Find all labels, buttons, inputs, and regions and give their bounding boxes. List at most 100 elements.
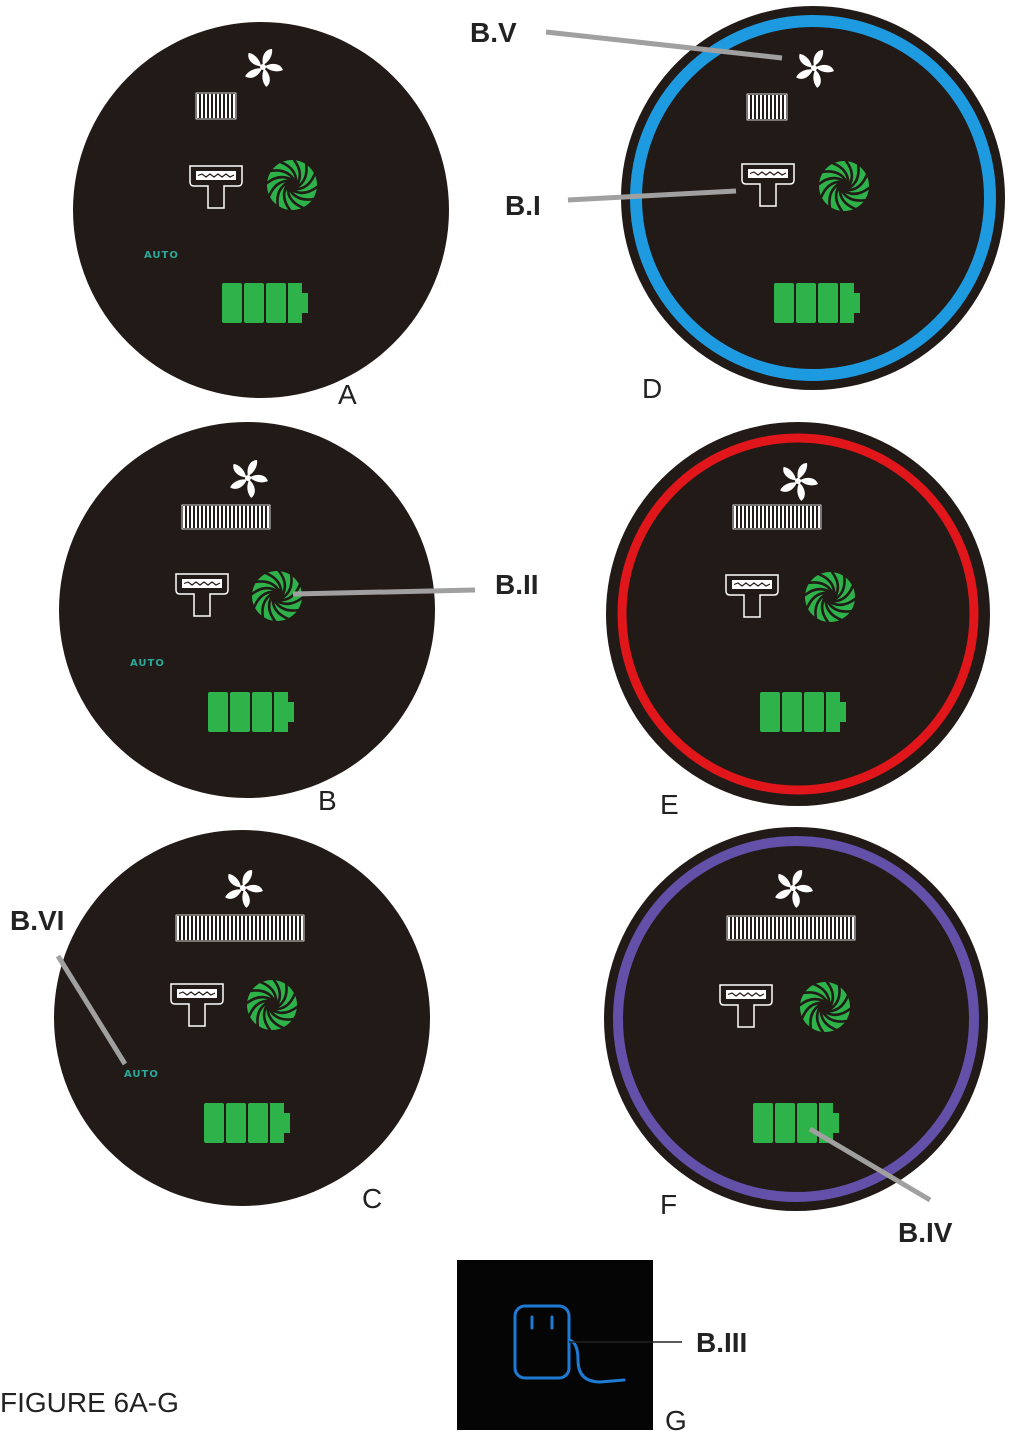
level-bar-segment bbox=[247, 506, 249, 528]
level-bar-segment bbox=[253, 916, 255, 940]
level-bar-segment bbox=[784, 95, 786, 119]
suction-level-bar-icon bbox=[195, 92, 237, 120]
level-bar-segment bbox=[227, 506, 229, 528]
level-bar-segment bbox=[782, 506, 784, 528]
level-bar-segment bbox=[764, 917, 766, 939]
level-bar-segment bbox=[772, 917, 774, 939]
level-bar-segment bbox=[802, 506, 804, 528]
level-bar-segment bbox=[257, 916, 259, 940]
suction-level-bar-icon bbox=[726, 915, 856, 941]
level-bar-segment bbox=[293, 916, 295, 940]
panel-label-a: A bbox=[338, 379, 357, 410]
level-bar-segment bbox=[776, 917, 778, 939]
level-bar-segment bbox=[806, 506, 808, 528]
level-bar-segment bbox=[740, 917, 742, 939]
callout-label: B.IV bbox=[898, 1217, 953, 1248]
level-bar-segment bbox=[223, 506, 225, 528]
level-bar-segment bbox=[852, 917, 854, 939]
level-bar-segment bbox=[245, 916, 247, 940]
callout-label: B.VI bbox=[10, 905, 64, 936]
suction-level-bar-icon bbox=[181, 504, 271, 530]
auto-indicator: AUTO bbox=[144, 250, 179, 261]
level-bar-segment bbox=[191, 506, 193, 528]
level-bar-segment bbox=[770, 506, 772, 528]
display-disc bbox=[59, 422, 435, 798]
level-bar-segment bbox=[217, 916, 219, 940]
level-bar-segment bbox=[752, 917, 754, 939]
callout-label: B.II bbox=[495, 569, 539, 600]
level-bar-segment bbox=[239, 506, 241, 528]
level-bar-segment bbox=[816, 917, 818, 939]
level-bar-segment bbox=[273, 916, 275, 940]
level-bar-segment bbox=[213, 94, 215, 118]
level-bar-segment bbox=[221, 916, 223, 940]
level-bar-segment bbox=[766, 506, 768, 528]
callout-label: B.V bbox=[470, 17, 517, 48]
callout-b-v: B.V bbox=[470, 17, 783, 61]
leader-line bbox=[55, 954, 128, 1066]
panel-d: D bbox=[621, 6, 1005, 404]
level-bar-segment bbox=[774, 506, 776, 528]
leader-line bbox=[545, 29, 783, 61]
panel-label-g: G bbox=[665, 1405, 687, 1431]
level-bar-frame bbox=[726, 915, 856, 941]
level-bar-segment bbox=[281, 916, 283, 940]
level-bar-segment bbox=[259, 506, 261, 528]
leader-line bbox=[292, 587, 476, 597]
level-bar-segment bbox=[738, 506, 740, 528]
level-bar-segment bbox=[225, 916, 227, 940]
level-bar-segment bbox=[810, 506, 812, 528]
panel-b: AUTO B bbox=[59, 422, 435, 816]
display-disc bbox=[54, 830, 430, 1206]
level-bar-segment bbox=[818, 506, 820, 528]
level-bar-segment bbox=[285, 916, 287, 940]
level-bar-segment bbox=[760, 917, 762, 939]
level-bar-segment bbox=[756, 95, 758, 119]
level-bar-segment bbox=[780, 95, 782, 119]
level-bar-segment bbox=[221, 94, 223, 118]
level-bar-segment bbox=[788, 917, 790, 939]
level-bar-segment bbox=[750, 506, 752, 528]
level-bar-segment bbox=[800, 917, 802, 939]
level-bar-segment bbox=[748, 95, 750, 119]
level-bar-segment bbox=[297, 916, 299, 940]
level-bar-segment bbox=[183, 506, 185, 528]
level-bar-segment bbox=[786, 506, 788, 528]
level-bar-frame bbox=[746, 93, 788, 121]
display-disc bbox=[606, 422, 990, 806]
level-bar-segment bbox=[201, 94, 203, 118]
level-bar-segment bbox=[181, 916, 183, 940]
figure-caption: FIGURE 6A-G bbox=[0, 1387, 179, 1418]
panel-g: G bbox=[457, 1260, 687, 1431]
level-bar-segment bbox=[764, 95, 766, 119]
level-bar-segment bbox=[205, 916, 207, 940]
callout-b-iv: B.IV bbox=[808, 1126, 953, 1248]
level-bar-segment bbox=[778, 506, 780, 528]
level-bar-segment bbox=[748, 917, 750, 939]
level-bar-segment bbox=[261, 916, 263, 940]
display-disc bbox=[73, 22, 449, 398]
callout-b-vi: B.VI bbox=[10, 905, 128, 1066]
level-bar-segment bbox=[812, 917, 814, 939]
level-bar-segment bbox=[742, 506, 744, 528]
level-bar-segment bbox=[768, 917, 770, 939]
panel-label-f: F bbox=[660, 1189, 677, 1220]
level-bar-segment bbox=[197, 916, 199, 940]
level-bar-segment bbox=[197, 94, 199, 118]
level-bar-segment bbox=[211, 506, 213, 528]
level-bar-segment bbox=[756, 917, 758, 939]
level-bar-segment bbox=[237, 916, 239, 940]
level-bar-segment bbox=[255, 506, 257, 528]
level-bar-segment bbox=[784, 917, 786, 939]
level-bar-segment bbox=[269, 916, 271, 940]
level-bar-segment bbox=[744, 917, 746, 939]
status-ring-red bbox=[617, 433, 979, 795]
level-bar-segment bbox=[225, 94, 227, 118]
level-bar-segment bbox=[199, 506, 201, 528]
panel-e: E bbox=[606, 422, 990, 820]
level-bar-segment bbox=[233, 916, 235, 940]
level-bar-segment bbox=[267, 506, 269, 528]
level-bar-segment bbox=[217, 94, 219, 118]
level-bar-segment bbox=[193, 916, 195, 940]
callout-b-iii: B.III bbox=[569, 1327, 747, 1358]
